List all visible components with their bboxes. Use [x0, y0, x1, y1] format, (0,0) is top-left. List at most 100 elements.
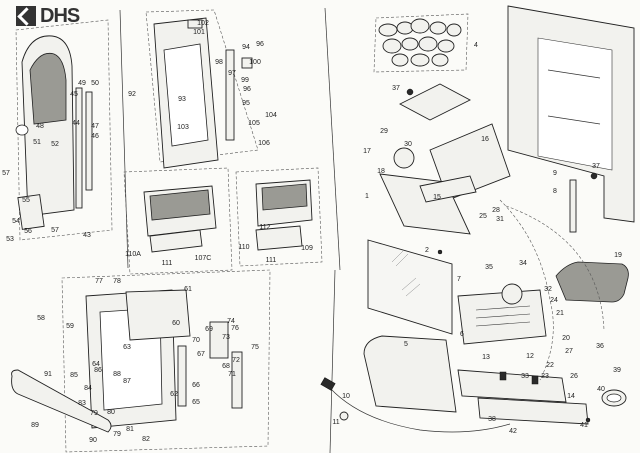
- callout-c54: 54: [12, 218, 20, 225]
- callout-c44: 44: [72, 120, 80, 127]
- callout-c22: 22: [546, 362, 554, 369]
- callout-c83: 83: [78, 400, 86, 407]
- callout-c4: 4: [474, 42, 478, 49]
- log-effect-insert: [29, 52, 67, 125]
- callout-c111a: 111: [162, 260, 173, 267]
- callout-c62: 62: [170, 391, 178, 398]
- base-bracket-38: [477, 397, 589, 425]
- callout-c28: 28: [492, 207, 500, 214]
- hearth-trim-89: [11, 369, 112, 433]
- callout-c89: 89: [31, 422, 39, 429]
- callout-c100: 100: [249, 59, 261, 66]
- wiring-loom: [499, 199, 554, 381]
- callout-c68: 68: [222, 363, 230, 370]
- callout-c64: 64: [92, 361, 100, 368]
- light-bulb: [15, 124, 29, 136]
- callout-c41: 41: [580, 422, 588, 429]
- callout-c60: 60: [172, 320, 180, 327]
- callout-c88: 88: [113, 371, 121, 378]
- callout-c11: 11: [332, 419, 339, 426]
- part-number-callouts: 1245678910111213141516171819202122232425…: [2, 20, 622, 444]
- rod-8: [569, 179, 577, 233]
- divider-left: [119, 9, 129, 269]
- clip-102: [187, 19, 203, 29]
- callout-c50: 50: [91, 80, 99, 87]
- group-fuelbed-a: [123, 167, 233, 275]
- callout-c2: 2: [425, 247, 429, 254]
- callout-c52: 52: [51, 141, 59, 148]
- slot-upper: [547, 69, 601, 79]
- callout-c55: 55: [22, 197, 30, 204]
- group-frame-top: [145, 9, 259, 169]
- callout-c32: 32: [544, 286, 552, 293]
- brand-logo-icon: [16, 6, 36, 26]
- reflector-17: [393, 147, 415, 169]
- callout-c82: 82: [142, 436, 150, 443]
- callout-c79a: 79: [90, 410, 98, 417]
- bracket-70: [209, 321, 229, 359]
- callout-c40: 40: [597, 386, 605, 393]
- fuel-bed-b-coals: [261, 183, 308, 211]
- callout-c46: 46: [91, 133, 99, 140]
- callout-c45: 45: [70, 91, 78, 98]
- callout-c6: 6: [460, 331, 464, 338]
- brand-name: DHS: [40, 5, 80, 27]
- callout-c34: 34: [519, 260, 527, 267]
- callout-c23: 23: [541, 373, 549, 380]
- top-panel-60: [125, 289, 191, 341]
- callout-c37b: 37: [592, 163, 600, 170]
- callout-c95: 95: [242, 100, 250, 107]
- callout-c106: 106: [258, 140, 270, 147]
- callout-c98: 98: [215, 59, 223, 66]
- callout-c80: 80: [107, 409, 115, 416]
- callout-c84: 84: [84, 385, 92, 392]
- callout-c110a: 110A: [125, 251, 141, 258]
- callout-c13: 13: [482, 354, 490, 361]
- callout-c36: 36: [596, 343, 604, 350]
- callout-c61: 61: [184, 286, 192, 293]
- callout-c72: 72: [232, 357, 240, 364]
- top-cover-plate: [399, 83, 471, 121]
- callout-c112: 112: [259, 224, 270, 231]
- screw-37b: [590, 172, 598, 180]
- callout-c70: 70: [192, 337, 200, 344]
- callout-c109: 109: [301, 245, 313, 252]
- callout-c93: 93: [178, 96, 186, 103]
- switch-33: [531, 375, 539, 385]
- callout-c49: 49: [78, 80, 86, 87]
- decorative-stones: [378, 18, 462, 67]
- callout-c53: 53: [6, 236, 14, 243]
- bracket-55: [17, 194, 45, 230]
- callout-c42: 42: [509, 428, 517, 435]
- group-firebed-box: [15, 19, 113, 241]
- callout-c104: 104: [265, 112, 277, 119]
- control-rail: [457, 369, 567, 403]
- callout-c37a: 37: [392, 85, 400, 92]
- callout-c35: 35: [485, 264, 493, 271]
- group-fuelbed-a-box: [123, 167, 233, 275]
- upright-94: [225, 49, 235, 141]
- callout-c74: 74: [227, 318, 235, 325]
- ring-39-hole: [606, 393, 622, 403]
- divider-center: [324, 7, 341, 271]
- rail-71: [231, 351, 243, 409]
- callout-c91: 91: [44, 371, 52, 378]
- callout-c87: 87: [123, 378, 131, 385]
- heater-element-19: [555, 261, 629, 303]
- fuel-effect-cover-5: [363, 335, 457, 413]
- screw-37a: [406, 88, 414, 96]
- callout-c103: 103: [177, 124, 189, 131]
- callout-c1: 1: [365, 193, 369, 200]
- callout-c17: 17: [363, 148, 371, 155]
- tray-vents: [475, 305, 531, 327]
- callout-c101: 101: [193, 29, 205, 36]
- callout-c58: 58: [37, 315, 45, 322]
- callout-c27: 27: [565, 348, 573, 355]
- back-casing-recess: [537, 37, 613, 171]
- callout-c47: 47: [91, 123, 99, 130]
- callout-c39: 39: [613, 367, 621, 374]
- callout-c8: 8: [553, 188, 557, 195]
- group-fascia: [11, 269, 271, 453]
- callout-c71: 71: [228, 371, 236, 378]
